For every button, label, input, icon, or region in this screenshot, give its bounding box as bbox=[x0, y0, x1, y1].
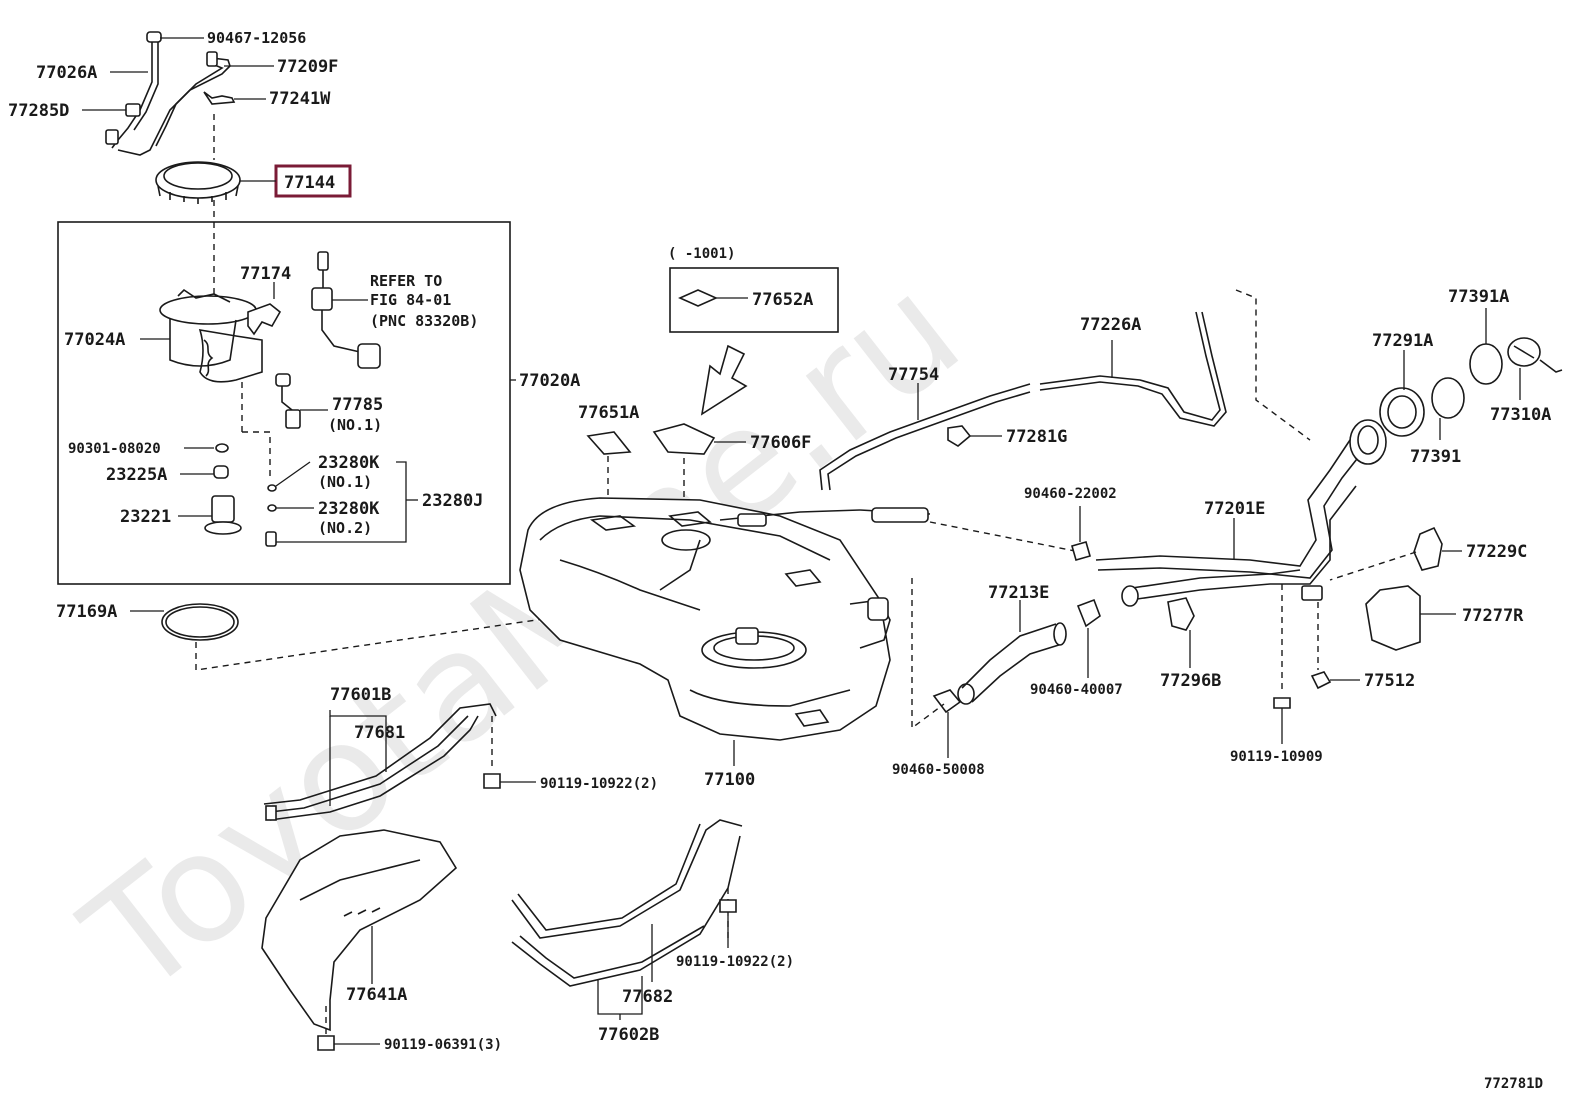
bolt-90119-06391-icon bbox=[317, 1035, 335, 1051]
pad-77606F-icon bbox=[652, 423, 716, 455]
label-77681[interactable]: 77681 bbox=[354, 723, 405, 743]
label-77201E[interactable]: 77201E bbox=[1204, 499, 1265, 519]
gasket-77169A-icon bbox=[161, 603, 239, 641]
clamp-90460-40007-icon bbox=[1076, 598, 1101, 628]
label-77229C[interactable]: 77229C bbox=[1466, 542, 1527, 562]
label-77296B[interactable]: 77296B bbox=[1160, 671, 1221, 691]
label-77512[interactable]: 77512 bbox=[1364, 671, 1415, 691]
clamp-90460-22002-icon bbox=[1071, 541, 1091, 561]
retainer-ring-icon bbox=[155, 161, 241, 204]
label-77144[interactable]: 77144 bbox=[284, 173, 335, 193]
label-77174[interactable]: 77174 bbox=[240, 264, 291, 284]
label-77020A[interactable]: 77020A bbox=[519, 371, 580, 391]
label-23280K-2[interactable]: 23280K bbox=[318, 499, 380, 519]
clip-77229C-icon bbox=[1413, 526, 1443, 571]
label-77226A[interactable]: 77226A bbox=[1080, 315, 1141, 335]
housing-77277R-icon bbox=[1365, 585, 1421, 651]
label-90119-10922-a[interactable]: 90119-10922(2) bbox=[540, 776, 658, 792]
label-77285D[interactable]: 77285D bbox=[8, 101, 69, 121]
sender-77785-icon bbox=[275, 373, 301, 429]
fuel-pump-assembly-box bbox=[57, 221, 511, 585]
label-90460-22002[interactable]: 90460-22002 bbox=[1024, 486, 1117, 502]
clip-77174-icon bbox=[247, 303, 282, 336]
ring-77391A-icon bbox=[1469, 343, 1503, 385]
fuel-tank-icon bbox=[519, 497, 931, 741]
clamp-90460-50008-icon bbox=[932, 689, 962, 714]
pad-77652A-icon bbox=[678, 289, 718, 307]
label-23280K-2-no: (NO.2) bbox=[318, 519, 372, 537]
screw-77512-icon bbox=[1310, 671, 1332, 690]
label-77277R[interactable]: 77277R bbox=[1462, 606, 1524, 626]
label-77606F[interactable]: 77606F bbox=[750, 433, 811, 453]
pad-77651A-icon bbox=[586, 431, 632, 455]
label-90460-50008[interactable]: 90460-50008 bbox=[892, 762, 985, 778]
label-23280K-1[interactable]: 23280K bbox=[318, 453, 380, 473]
filter-23221-icon bbox=[204, 495, 242, 535]
label-77291A[interactable]: 77291A bbox=[1372, 331, 1433, 351]
seal-77291A-icon bbox=[1379, 387, 1425, 437]
band-77601B-icon bbox=[263, 703, 497, 821]
label-77281G[interactable]: 77281G bbox=[1006, 427, 1067, 447]
label-90119-10909[interactable]: 90119-10909 bbox=[1230, 749, 1323, 765]
arrow-icon bbox=[700, 344, 748, 416]
label-77601B[interactable]: 77601B bbox=[330, 685, 391, 705]
refer-note-line2: FIG 84-01 bbox=[370, 291, 451, 309]
label-77100[interactable]: 77100 bbox=[704, 770, 755, 790]
label-23280K-1-no: (NO.1) bbox=[318, 473, 372, 491]
label-90119-10922-b[interactable]: 90119-10922(2) bbox=[676, 954, 794, 970]
serial-range-box bbox=[669, 267, 839, 333]
label-77682[interactable]: 77682 bbox=[622, 987, 673, 1007]
heat-shield-77641A-icon bbox=[261, 829, 458, 1032]
fuel-line-top-assembly bbox=[105, 31, 236, 156]
fuel-cap-77310A-icon bbox=[1507, 337, 1563, 373]
label-77391[interactable]: 77391 bbox=[1410, 447, 1461, 467]
vent-hose-77754-icon bbox=[819, 383, 1031, 491]
refer-note-line3: (PNC 83320B) bbox=[370, 312, 478, 330]
label-23225A[interactable]: 23225A bbox=[106, 465, 167, 485]
label-77213E[interactable]: 77213E bbox=[988, 583, 1049, 603]
refer-note-line1: REFER TO bbox=[370, 272, 442, 290]
label-77169A[interactable]: 77169A bbox=[56, 602, 117, 622]
wire-connector-icon bbox=[311, 251, 381, 369]
bolt-90119-10922-b-icon bbox=[719, 899, 737, 913]
label-90460-40007[interactable]: 90460-40007 bbox=[1030, 682, 1123, 698]
label-77602B[interactable]: 77602B bbox=[598, 1025, 659, 1045]
bracket-77296B-icon bbox=[1167, 597, 1195, 631]
label-77241W[interactable]: 77241W bbox=[269, 89, 331, 109]
label-77310A[interactable]: 77310A bbox=[1490, 405, 1551, 425]
figure-code: 772781D bbox=[1484, 1076, 1543, 1092]
label-90119-06391[interactable]: 90119-06391(3) bbox=[384, 1037, 502, 1053]
label-77651A[interactable]: 77651A bbox=[578, 403, 639, 423]
label-90467-12056[interactable]: 90467-12056 bbox=[207, 29, 306, 47]
label-77024A[interactable]: 77024A bbox=[64, 330, 125, 350]
serial-note: ( -1001) bbox=[668, 246, 735, 262]
label-77785[interactable]: 77785 bbox=[332, 395, 383, 415]
bolt-90119-10909-icon bbox=[1273, 697, 1291, 709]
label-77641A[interactable]: 77641A bbox=[346, 985, 407, 1005]
clamp-77281G-icon bbox=[947, 425, 972, 447]
label-77026A[interactable]: 77026A bbox=[36, 63, 97, 83]
label-23221[interactable]: 23221 bbox=[120, 507, 171, 527]
label-77785-no: (NO.1) bbox=[328, 416, 382, 434]
label-23280J[interactable]: 23280J bbox=[422, 491, 483, 511]
bolt-90119-10922-a-icon bbox=[483, 773, 501, 789]
label-77652A[interactable]: 77652A bbox=[752, 290, 813, 310]
label-77209F[interactable]: 77209F bbox=[277, 57, 338, 77]
label-77391A[interactable]: 77391A bbox=[1448, 287, 1509, 307]
hose-77213E-icon bbox=[957, 622, 1067, 705]
label-77754[interactable]: 77754 bbox=[888, 365, 939, 385]
vent-tube-77226A-icon bbox=[1039, 311, 1227, 427]
fuel-pump-icon bbox=[159, 288, 263, 383]
filler-pipe-77201E-icon bbox=[1095, 419, 1387, 607]
label-90301-08020[interactable]: 90301-08020 bbox=[68, 441, 161, 457]
ring-77391-icon bbox=[1431, 377, 1465, 419]
